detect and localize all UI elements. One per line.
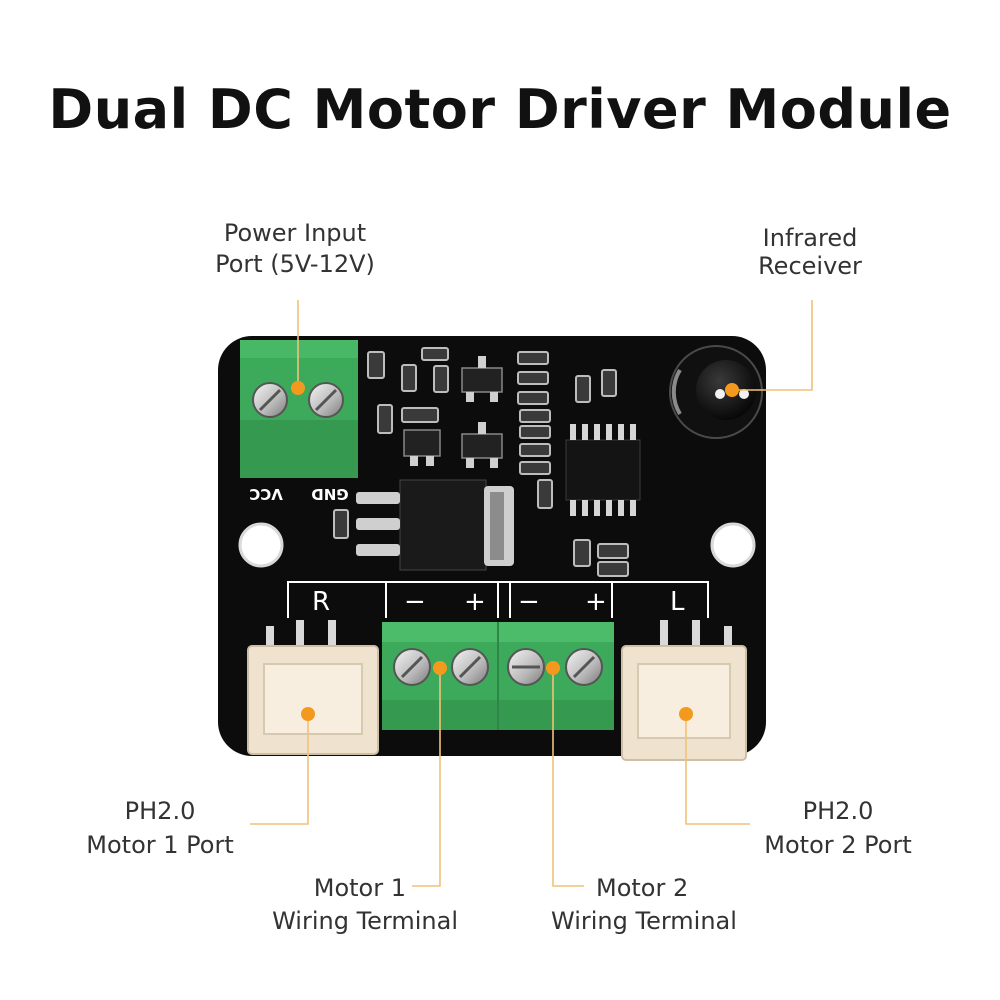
- callout-lines: [250, 300, 813, 887]
- ph2-connector-right: [621, 620, 747, 761]
- smd-components: [333, 347, 629, 577]
- silk-m2-plus: +: [585, 587, 607, 617]
- label-motor1-terminal: Motor 1 Wiring Terminal: [272, 874, 458, 935]
- label-infrared-receiver: Infrared Receiver: [758, 224, 862, 280]
- power-input-terminal: [240, 340, 358, 478]
- mounting-hole-left: [238, 522, 284, 568]
- infrared-receiver-component: [669, 345, 763, 439]
- silk-gnd: GND: [311, 485, 348, 503]
- silk-l: L: [670, 587, 685, 617]
- driver-ic-chip: [565, 424, 641, 516]
- label-motor2-port: PH2.0 Motor 2 Port: [764, 797, 912, 859]
- mounting-hole-right: [710, 522, 756, 568]
- silk-r: R: [312, 587, 330, 617]
- silk-m1-minus: −: [404, 587, 426, 617]
- silk-vcc: VCC: [249, 485, 283, 503]
- ph2-connector-left: [247, 620, 379, 755]
- transistors: [403, 356, 503, 468]
- motor-terminal-block: [382, 622, 614, 730]
- callout-dots: [291, 381, 739, 721]
- page-title: Dual DC Motor Driver Module: [48, 78, 952, 141]
- label-motor1-port: PH2.0 Motor 1 Port: [86, 797, 234, 859]
- silk-motor-labels: [287, 581, 709, 618]
- voltage-regulator: [356, 479, 514, 571]
- silk-m1-plus: +: [464, 587, 486, 617]
- label-motor2-terminal: Motor 2 Wiring Terminal: [551, 874, 737, 935]
- silk-m2-minus: −: [518, 587, 540, 617]
- label-power-input: Power Input Port (5V-12V): [215, 219, 375, 278]
